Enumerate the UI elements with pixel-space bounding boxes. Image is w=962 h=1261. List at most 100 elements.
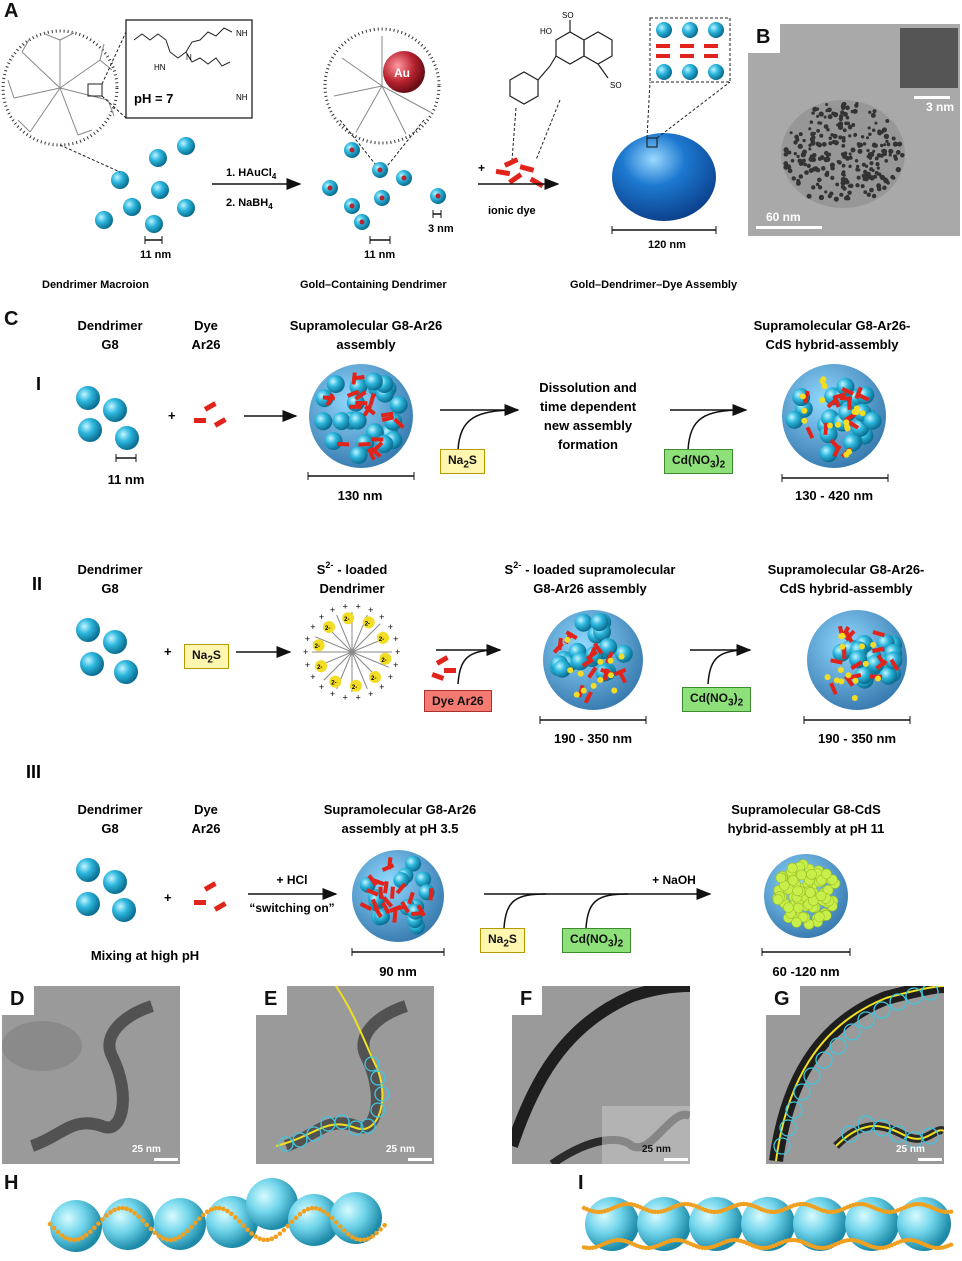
caption-dendrimer-macroion: Dendrimer Macroion <box>42 279 149 291</box>
svg-text:+: + <box>330 605 335 615</box>
svg-text:+: + <box>393 660 398 670</box>
svg-text:2. NaBH4: 2. NaBH4 <box>226 197 273 211</box>
tem-micrograph-f: F 25 nm <box>512 986 690 1164</box>
svg-text:+: + <box>310 622 315 632</box>
svg-text:Supramolecular G8-Ar26-: Supramolecular G8-Ar26- <box>768 562 925 577</box>
reagent-na2s-iii: Na2S <box>480 928 525 954</box>
scale-25nm-g: 25 nm <box>896 1144 925 1155</box>
svg-text:2-: 2- <box>379 637 384 643</box>
panel-label-d: D <box>2 986 35 1015</box>
panel-label-e: E <box>256 986 288 1015</box>
svg-text:Dissolution and: Dissolution and <box>539 380 637 395</box>
svg-text:+: + <box>393 634 398 644</box>
tem-micrograph-e: E 25 nm <box>256 986 434 1164</box>
tem-micrograph-g: G 25 nm <box>766 986 944 1164</box>
svg-text:+: + <box>388 622 393 632</box>
svg-text:+: + <box>164 644 172 659</box>
panel-label-g: G <box>766 986 800 1015</box>
svg-text:S2-- loaded: S2-- loaded <box>317 560 388 577</box>
svg-text:2-: 2- <box>331 681 336 687</box>
svg-text:2-: 2- <box>365 621 370 627</box>
svg-text:CdS hybrid-assembly: CdS hybrid-assembly <box>780 581 914 596</box>
svg-text:Mixing at high pH: Mixing at high pH <box>91 948 199 963</box>
scale-25nm-e: 25 nm <box>386 1144 415 1155</box>
row-i-label: I <box>36 374 41 394</box>
svg-text:+: + <box>379 612 384 622</box>
assembly-iii-2 <box>764 854 848 938</box>
svg-text:190 - 350 nm: 190 - 350 nm <box>818 731 896 746</box>
svg-text:+: + <box>478 161 485 175</box>
assembly-zoom-inset <box>656 22 724 80</box>
svg-text:2-: 2- <box>317 665 322 671</box>
svg-text:2-: 2- <box>352 685 357 691</box>
reagent-dye-ar26-ii: Dye Ar26 <box>424 690 492 712</box>
svg-text:1. HAuCl4: 1. HAuCl4 <box>226 167 277 181</box>
panel-label-c: C <box>4 308 19 330</box>
svg-text:formation: formation <box>558 437 618 452</box>
panel-label-b: B <box>748 24 781 53</box>
svg-text:new assembly: new assembly <box>544 418 633 433</box>
size-11nm-b: 11 nm <box>364 249 395 261</box>
svg-text:+: + <box>368 689 373 699</box>
svg-text:2-: 2- <box>371 676 376 682</box>
assembly-ii-1 <box>543 610 643 710</box>
gold-dendrimer-spheres <box>322 142 446 230</box>
svg-text:G8: G8 <box>101 337 118 352</box>
svg-text:+: + <box>303 647 308 657</box>
s2-loaded-dendrimer: 2-2-2-2-2-2-2-2-2-2-++++++++++++++++++++… <box>303 601 400 702</box>
assembly-iii-1 <box>352 850 444 942</box>
row-ii-label: II <box>32 574 42 594</box>
svg-text:190 - 350 nm: 190 - 350 nm <box>554 731 632 746</box>
svg-text:NH: NH <box>236 93 248 102</box>
svg-text:2-: 2- <box>381 658 386 664</box>
scale-60nm: 60 nm <box>766 210 801 224</box>
svg-text:+: + <box>319 612 324 622</box>
svg-text:+: + <box>368 605 373 615</box>
sphere-chain-models <box>47 1178 954 1252</box>
yellow-trace <box>275 986 384 1147</box>
svg-text:2-: 2- <box>325 626 330 632</box>
svg-text:+ NaOH: + NaOH <box>652 873 696 887</box>
caption-gold-dendrimer-dye: Gold–Dendrimer–Dye Assembly <box>570 279 738 291</box>
svg-text:+: + <box>330 689 335 699</box>
panel-a-illustration: HN N NH NH pH = 7 11 nm 1. HAuCl4 2. NaB… <box>1 11 738 291</box>
panel-label-i: I <box>578 1172 584 1194</box>
svg-text:130 - 420 nm: 130 - 420 nm <box>795 488 873 503</box>
svg-text:S2-- loaded supramolecular: S2-- loaded supramolecular <box>505 560 676 577</box>
svg-text:time dependent: time dependent <box>540 399 637 414</box>
svg-text:+: + <box>164 890 172 905</box>
svg-text:SO: SO <box>562 11 574 20</box>
svg-text:assembly at pH 3.5: assembly at pH 3.5 <box>341 821 458 836</box>
svg-text:Ar26: Ar26 <box>192 337 221 352</box>
step2-label: 2. NaBH <box>226 197 268 209</box>
svg-text:assembly: assembly <box>336 337 396 352</box>
panel-c-schemes: I Dendrimer G8 Dye Ar26 11 nm + Supramol… <box>26 318 925 979</box>
assembly-i-1 <box>309 364 413 468</box>
chain-model-i <box>581 1197 954 1251</box>
svg-text:60 -120 nm: 60 -120 nm <box>772 964 839 979</box>
dye-ar26-iii <box>194 881 227 912</box>
svg-text:CdS hybrid-assembly: CdS hybrid-assembly <box>766 337 900 352</box>
dye-ar26-i <box>194 401 227 428</box>
dye-ar26-ii <box>431 655 456 681</box>
svg-text:+: + <box>168 408 176 423</box>
svg-text:11 nm: 11 nm <box>108 472 145 487</box>
tem-micrograph-b: B 3 nm 60 nm <box>748 24 960 236</box>
panel-label-h: H <box>4 1172 19 1194</box>
dye-molecules-a <box>495 157 545 189</box>
gold-nanoparticle-icon <box>383 51 425 93</box>
svg-text:90 nm: 90 nm <box>379 964 417 979</box>
svg-text:Dendrimer: Dendrimer <box>77 802 142 817</box>
assembly-i-2 <box>782 364 886 468</box>
tem-particles <box>781 100 905 208</box>
svg-text:Ar26: Ar26 <box>192 821 221 836</box>
ionic-dye-label: ionic dye <box>488 205 536 217</box>
ph-label: pH = 7 <box>134 91 173 106</box>
svg-text:NH: NH <box>236 29 248 38</box>
reagent-cdno3-i: Cd(NO3)2 <box>664 449 734 475</box>
svg-text:Supramolecular G8-CdS: Supramolecular G8-CdS <box>731 802 881 817</box>
svg-text:“switching on”: “switching on” <box>249 901 334 915</box>
reagent-na2s-ii: Na2S <box>184 644 229 670</box>
svg-text:+ HCl: + HCl <box>276 873 307 887</box>
svg-text:+: + <box>305 634 310 644</box>
